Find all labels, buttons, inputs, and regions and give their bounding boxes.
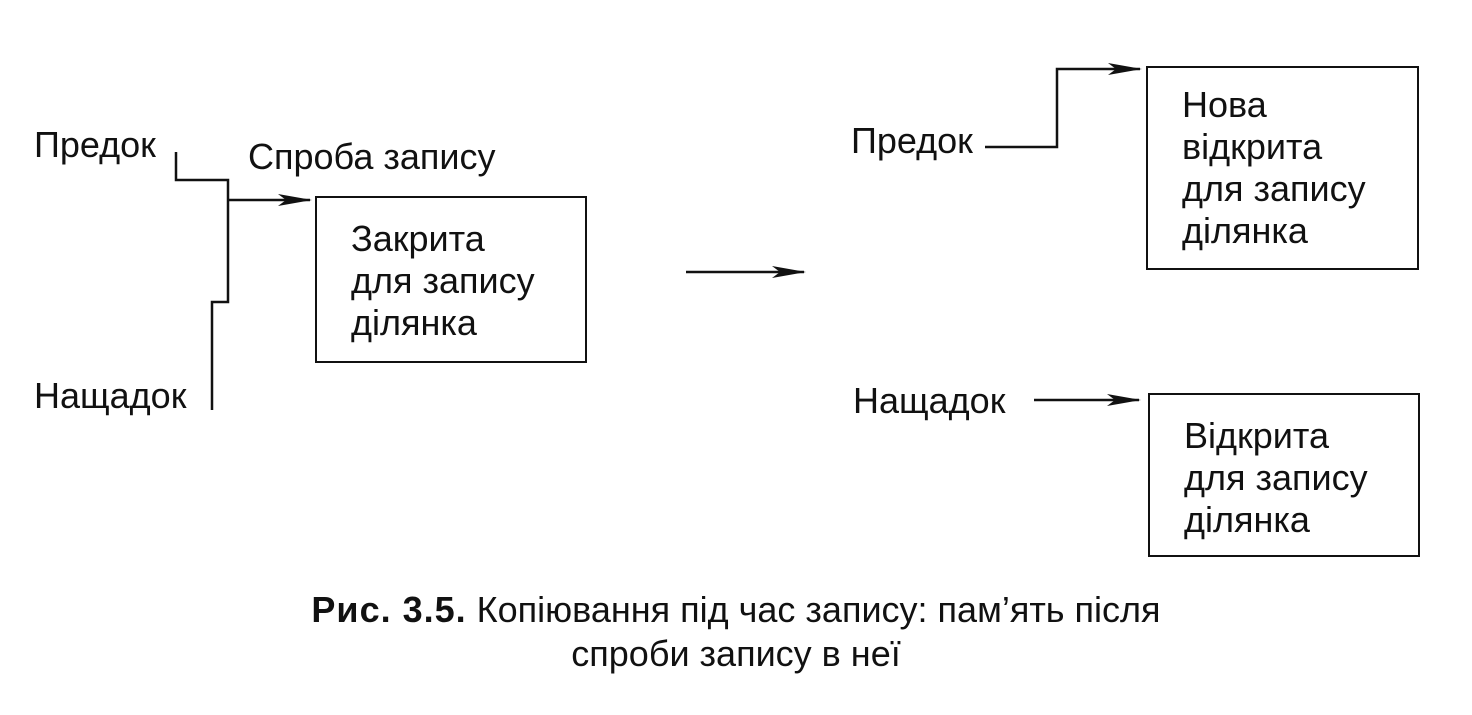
left-attempt-label: Спроба запису xyxy=(248,136,496,177)
right-open-region-text: Відкрита для запису ділянка xyxy=(1184,415,1368,540)
right-open-region-box: Відкрита для запису ділянка xyxy=(1148,393,1420,557)
left-locked-region-text: Закрита для запису ділянка xyxy=(351,218,535,343)
figure-caption: Рис. 3.5. Копіювання під час запису: пам… xyxy=(0,588,1472,676)
caption-line-1: Рис. 3.5. Копіювання під час запису: пам… xyxy=(0,588,1472,632)
right-new-open-region-box: Нова відкрита для запису ділянка xyxy=(1146,66,1419,270)
caption-title-line-2: спроби запису в неї xyxy=(571,633,901,674)
left-locked-region-box: Закрита для запису ділянка xyxy=(315,196,587,363)
caption-title-line-1: Копіювання під час запису: пам’ять після xyxy=(476,589,1161,630)
left-parent-label: Предок xyxy=(34,124,156,165)
right-parent-connector xyxy=(985,63,1142,149)
right-child-label: Нащадок xyxy=(853,380,1006,421)
right-parent-label: Предок xyxy=(851,120,973,161)
left-parent-connector xyxy=(174,152,230,410)
caption-figure-number: Рис. 3.5. xyxy=(311,589,467,630)
right-new-open-region-text: Нова відкрита для запису ділянка xyxy=(1182,84,1366,251)
left-child-label: Нащадок xyxy=(34,375,187,416)
